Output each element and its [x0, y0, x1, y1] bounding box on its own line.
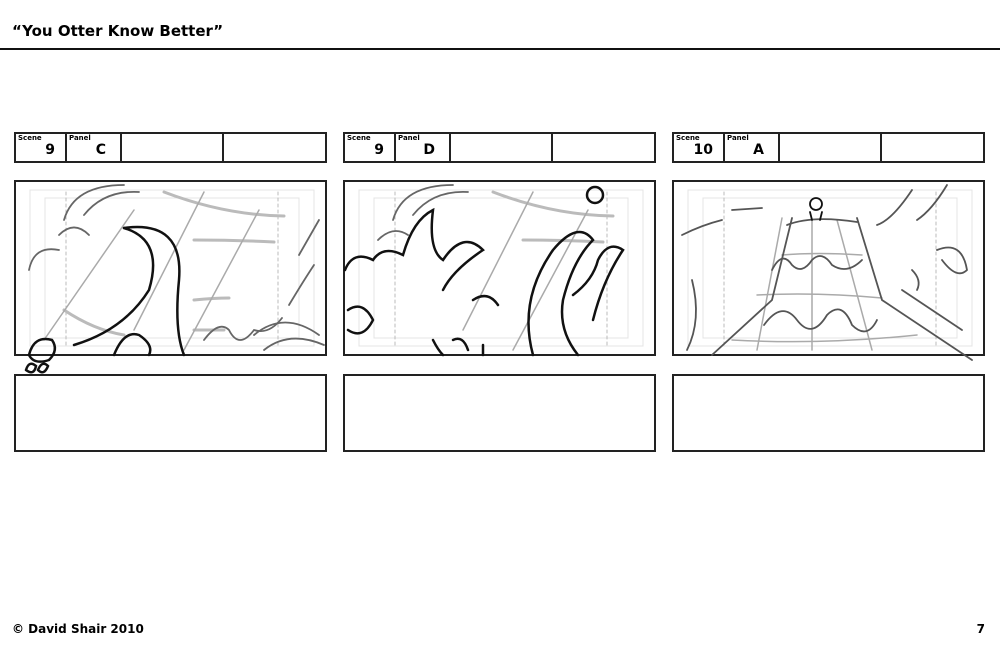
copyright: © David Shair 2010	[12, 622, 144, 636]
panel-label: Panel	[69, 134, 91, 142]
panel-letter: A	[753, 142, 764, 158]
panel-sketch	[343, 180, 656, 357]
page-number: 7	[976, 622, 985, 636]
panel-header: Scene 10 Panel A	[672, 132, 985, 163]
panel-cell: Panel D	[396, 134, 451, 161]
blank-cell	[780, 134, 882, 161]
panel-letter: D	[423, 142, 435, 158]
blank-cell	[224, 134, 325, 161]
blank-cell	[882, 134, 983, 161]
panel-label: Panel	[398, 134, 420, 142]
panel-header: Scene 9 Panel C	[14, 132, 327, 163]
storyboard-title: “You Otter Know Better”	[12, 22, 224, 40]
caption-box	[14, 374, 327, 452]
scene-label: Scene	[676, 134, 700, 142]
panel-header: Scene 9 Panel D	[343, 132, 656, 163]
panel-label: Panel	[727, 134, 749, 142]
title-divider	[0, 48, 1000, 50]
panel-sketch	[672, 180, 985, 361]
scene-number: 9	[45, 142, 55, 158]
scene-label: Scene	[18, 134, 42, 142]
blank-cell	[451, 134, 553, 161]
blank-cell	[122, 134, 224, 161]
scene-number: 10	[693, 142, 713, 158]
panel-cell: Panel A	[725, 134, 780, 161]
scene-label: Scene	[347, 134, 371, 142]
scene-cell: Scene 9	[16, 134, 67, 161]
panel-sketch	[14, 180, 327, 374]
scene-number: 9	[374, 142, 384, 158]
caption-box	[343, 374, 656, 452]
scene-cell: Scene 10	[674, 134, 725, 161]
panel-cell: Panel C	[67, 134, 122, 161]
panel-letter: C	[95, 142, 106, 158]
caption-box	[672, 374, 985, 452]
blank-cell	[553, 134, 654, 161]
scene-cell: Scene 9	[345, 134, 396, 161]
